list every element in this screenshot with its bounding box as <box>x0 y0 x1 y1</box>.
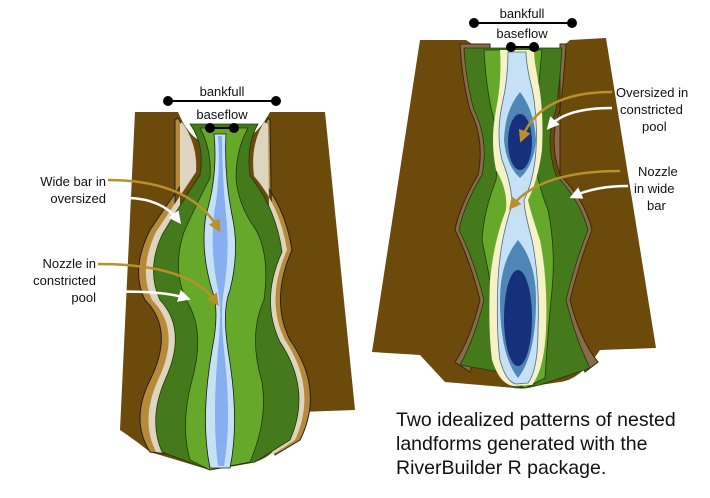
white-arrow-icon <box>569 184 629 199</box>
annotation-line: in wide <box>634 181 674 196</box>
right-annotation-oversized: Oversized in constricted pool <box>518 85 688 143</box>
caption-line: RiverBuilder R package. <box>396 457 607 479</box>
gold-arrow-icon <box>508 169 621 210</box>
left-bankfull-label: bankfull <box>200 84 245 99</box>
annotation-line: pool <box>642 119 667 134</box>
caption-line: landforms generated with the <box>396 433 648 455</box>
annotation-line: oversized <box>50 191 106 206</box>
right-upper-pool-deep <box>508 114 532 170</box>
white-arrow-icon <box>117 196 182 224</box>
gold-arrow-icon <box>97 262 219 307</box>
right-baseflow-scale: baseflow <box>496 26 548 52</box>
right-bankfull-label: bankfull <box>500 6 545 21</box>
annotation-line: constricted <box>620 102 683 117</box>
right-annotation-nozzle: Nozzle in wide bar <box>508 164 678 213</box>
right-bankfull-scale: bankfull <box>469 6 577 28</box>
annotation-line: Oversized in <box>616 85 688 100</box>
annotation-line: bar <box>647 198 666 213</box>
annotation-line: pool <box>71 290 96 305</box>
annotation-line: constricted <box>33 273 96 288</box>
figure-caption: Two idealized patterns of nested landfor… <box>396 408 676 480</box>
gold-arrow-icon <box>107 178 221 233</box>
right-baseflow-label: baseflow <box>496 26 548 41</box>
annotation-line: Wide bar in <box>40 174 106 189</box>
white-arrow-icon <box>546 106 613 130</box>
left-bankfull-scale: bankfull <box>163 84 281 106</box>
right-landform-model <box>372 38 656 389</box>
left-landform-model <box>120 112 355 471</box>
left-annotation-nozzle: Nozzle in constricted pool <box>33 256 219 307</box>
right-lower-pool-deep <box>504 270 532 366</box>
gold-arrow-icon <box>518 90 613 143</box>
left-baseflow-label: baseflow <box>196 107 248 122</box>
left-baseflow-scale: baseflow <box>196 107 248 133</box>
white-arrow-icon <box>105 289 191 302</box>
left-annotation-wide-bar: Wide bar in oversized <box>40 174 221 233</box>
annotation-line: Nozzle <box>638 164 678 179</box>
caption-line: Two idealized patterns of nested <box>396 409 676 431</box>
annotation-line: Nozzle in <box>43 256 96 271</box>
